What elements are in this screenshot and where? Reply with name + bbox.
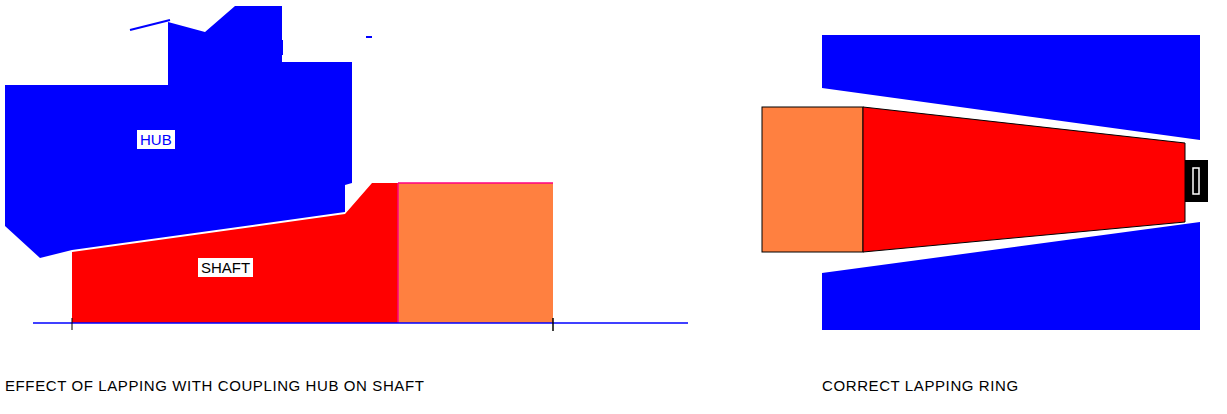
tick [72, 318, 73, 330]
nut-symbol [1185, 160, 1208, 202]
tick [552, 318, 554, 331]
shaft-edge [397, 183, 399, 323]
figure-caption: EFFECT OF LAPPING WITH COUPLING HUB ON S… [5, 377, 425, 394]
shaft-edge [398, 182, 553, 184]
center-line [33, 322, 688, 324]
hub-mark [366, 36, 372, 38]
shaft-shape [72, 183, 398, 323]
shaft-end [762, 107, 863, 252]
hub-shape [5, 6, 352, 258]
hub-top-edge [130, 20, 170, 30]
figure-caption: CORRECT LAPPING RING [822, 377, 1019, 394]
part-name: HUB [137, 130, 175, 149]
part-name: SHAFT [198, 258, 253, 277]
nut-symbol [1193, 168, 1199, 194]
hub-mark [281, 40, 283, 55]
shaft-end [398, 183, 553, 323]
tapered-shaft [863, 107, 1185, 252]
